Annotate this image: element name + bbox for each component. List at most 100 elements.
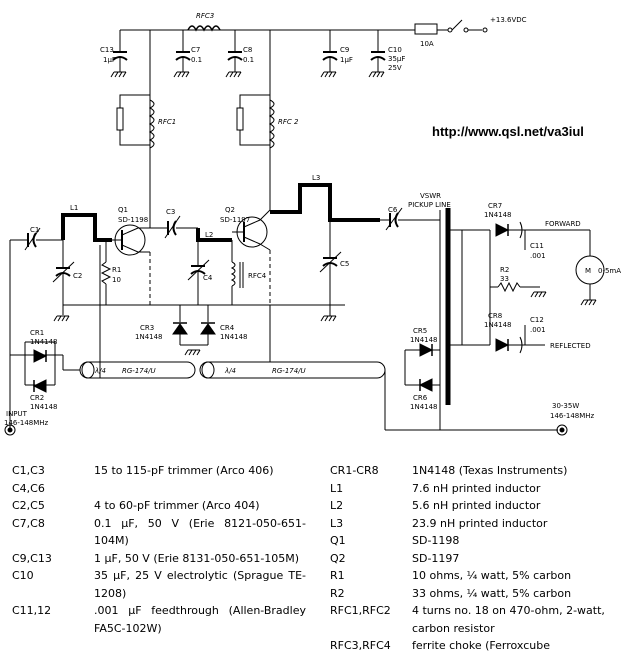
label-c10-voltage: 25V [388, 64, 402, 72]
label-l3: L3 [312, 174, 320, 182]
label-l2: L2 [205, 231, 213, 239]
label-cr3-type: 1N4148 [135, 333, 163, 341]
parts-row: C1,C3 15 to 115-pF trimmer (Arco 406) [12, 462, 312, 480]
label-c10-value: 35µF [388, 55, 405, 63]
label-coax1-type: RG-174/U [122, 367, 156, 375]
label-c9-value: 1µF [340, 56, 353, 64]
label-cr5-type: 1N4148 [410, 336, 438, 344]
label-cr4-ref: CR4 [220, 324, 235, 332]
part-ref: R1 [330, 569, 345, 582]
label-c5: C5 [340, 260, 349, 268]
label-cr8-ref: CR8 [488, 312, 502, 320]
label-cr6-ref: CR6 [413, 394, 428, 402]
label-input: INPUT [6, 410, 28, 418]
label-q2-type: SD-1197 [220, 216, 250, 224]
part-description: SD-1197 [412, 551, 460, 565]
label-c6: C6 [388, 206, 398, 214]
label-fuse: 10A [420, 40, 434, 48]
label-c12-value: .001 [530, 326, 546, 334]
parts-row: RFC1,RFC2 4 turns no. 18 on 470-ohm, 2-wa… [330, 602, 625, 637]
part-description: .001 µF feedthrough (Allen-Bradley FA5C-… [94, 604, 306, 635]
part-description: 1 µF, 50 V (Erie 8131-050-651-105M) [94, 551, 300, 565]
part-ref: Q2 [330, 551, 346, 565]
part-description: 1N4148 (Texas Instruments) [412, 464, 568, 477]
label-c2: C2 [73, 272, 82, 280]
label-c8-ref: C8 [243, 46, 252, 54]
label-c9-ref: C9 [340, 46, 349, 54]
label-c13-ref: C13 [100, 46, 114, 54]
parts-list-left: C1,C3 15 to 115-pF trimmer (Arco 406) C4,C… [12, 462, 312, 637]
part-description: 35 µF, 25 V electrolytic (Sprague TE-120… [94, 569, 306, 600]
part-description: 15 to 115-pF trimmer (Arco 406) [94, 464, 274, 477]
label-cr7-ref: CR7 [488, 202, 502, 210]
parts-row: C7,C8 0.1 µF, 50 V (Erie 8121-050-651-104… [12, 515, 312, 550]
part-description: 5.6 nH printed inductor [412, 499, 541, 512]
label-forward: FORWARD [545, 220, 581, 228]
label-c10-ref: C10 [388, 46, 402, 54]
part-description: 0.1 µF, 50 V (Erie 8121-050-651-104M) [94, 516, 306, 548]
label-pickup-line: PICKUP LINE [408, 201, 451, 209]
parts-row: CR1-CR8 1N4148 (Texas Instruments) [330, 462, 625, 480]
label-c7-ref: C7 [191, 46, 200, 54]
label-cr2-type: 1N4148 [30, 403, 58, 411]
label-c11-ref: C11 [530, 242, 544, 250]
label-supply: +13.6VDC [490, 16, 527, 24]
parts-row: RFC3,RFC4 ferrite choke (Ferroxcube [330, 637, 625, 655]
part-description: 4 to 60-pF trimmer (Arco 404) [94, 499, 260, 512]
label-r1-ref: R1 [112, 266, 121, 274]
part-ref: L3 [330, 516, 344, 530]
label-coax2-type: RG-174/U [272, 367, 306, 375]
label-r2-value: 33 [500, 275, 509, 283]
label-coax2-length: λ/4 [224, 367, 236, 375]
label-cr6-type: 1N4148 [410, 403, 438, 411]
parts-row: Q2 SD-1197 [330, 550, 625, 568]
label-rfc4: RFC4 [248, 272, 267, 280]
source-url: http://www.qsl.net/va3iul [432, 124, 584, 139]
label-coax1-length: λ/4 [94, 367, 106, 375]
label-input-freq: 146-148MHz [4, 419, 49, 427]
label-q2-ref: Q2 [225, 206, 235, 214]
label-c12-ref: C12 [530, 316, 544, 324]
part-ref: C9,C13 [12, 551, 52, 565]
part-ref: L2 [330, 499, 344, 512]
part-ref: Q1 [330, 534, 346, 547]
part-description: ferrite choke (Ferroxcube [412, 639, 550, 652]
label-cr1-type: 1N4148 [30, 338, 58, 346]
part-description: 10 ohms, ¼ watt, 5% carbon [412, 569, 572, 582]
label-reflected: REFLECTED [550, 342, 591, 350]
parts-row: L2 5.6 nH printed inductor [330, 497, 625, 515]
label-c7-value: 0.1 [191, 56, 202, 64]
label-l1: L1 [70, 204, 78, 212]
label-c1: C1 [30, 226, 39, 234]
label-meter: M [585, 267, 591, 275]
label-c13-value: 1µF [103, 56, 116, 64]
part-ref: C1,C3 [12, 464, 45, 477]
label-cr2-ref: CR2 [30, 394, 44, 402]
part-ref: RFC1,RFC2 [330, 604, 391, 617]
label-cr3-ref: CR3 [140, 324, 154, 332]
part-ref: L1 [330, 481, 344, 495]
label-rfc1: RFC1 [158, 118, 176, 126]
label-c11-value: .001 [530, 252, 546, 260]
label-c4: C4 [203, 274, 213, 282]
part-description: 4 turns no. 18 on 470-ohm, 2-watt, carbo… [412, 604, 605, 635]
label-r1-value: 10 [112, 276, 121, 284]
part-ref: C4,C6 [12, 481, 45, 495]
part-ref: RFC3,RFC4 [330, 639, 391, 652]
label-output-power: 30-35W [552, 402, 579, 410]
schematic-diagram: RFC3 +13.6VDC 10A C13 1µF C7 0.1 C8 0.1 … [4, 12, 621, 436]
part-ref: CR1-CR8 [330, 464, 379, 477]
part-ref: C7,C8 [12, 516, 45, 530]
parts-row: C11,12.001 µF feedthrough (Allen-Bradley… [12, 602, 312, 637]
parts-row: C9,C13 1 µF, 50 V (Erie 8131-050-651-105M… [12, 550, 312, 568]
label-meter-range: 0-5mA [598, 267, 621, 275]
label-q1-type: SD-1198 [118, 216, 148, 224]
label-output-freq: 146-148MHz [550, 412, 595, 420]
label-cr7-type: 1N4148 [484, 211, 512, 219]
label-c8-value: 0.1 [243, 56, 254, 64]
